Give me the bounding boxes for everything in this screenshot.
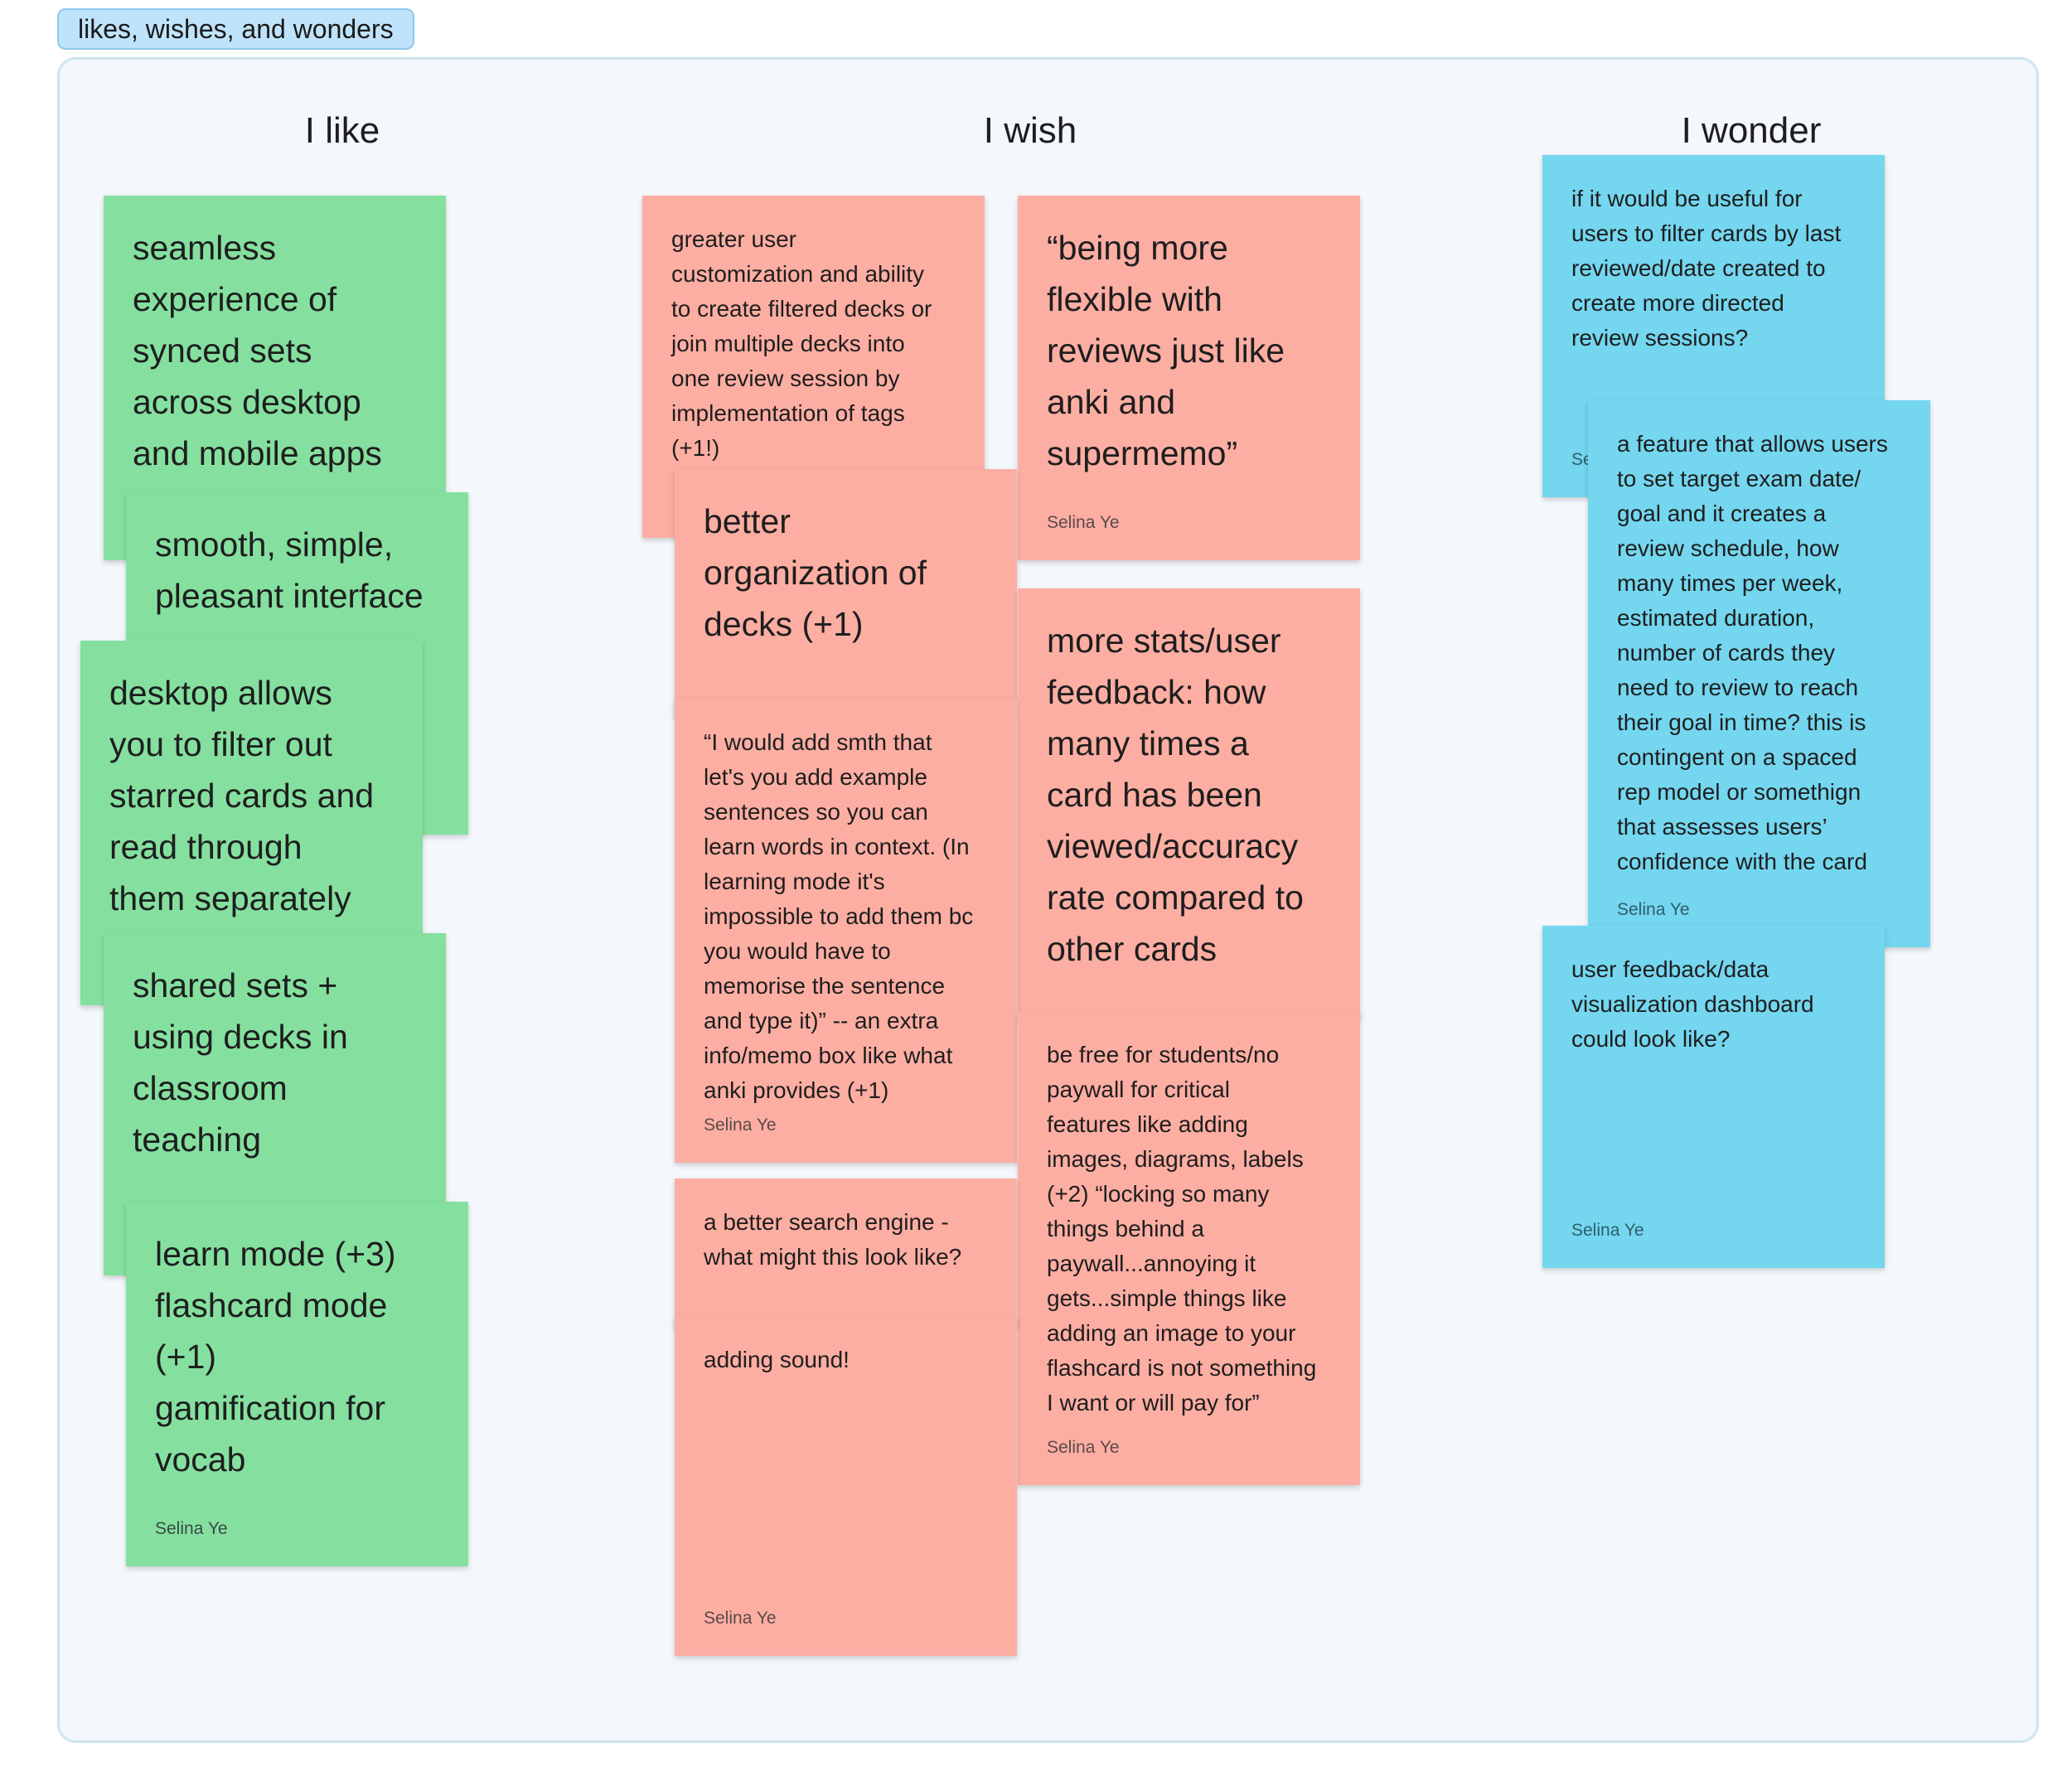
sticky-text: if it would be useful for users to filte…	[1571, 186, 1842, 351]
sticky-text: more stats/user feedback: how many times…	[1047, 622, 1304, 968]
sticky-author: Selina Ye	[1047, 1438, 1120, 1457]
sticky-author: Selina Ye	[1047, 513, 1120, 532]
sticky-text: be free for students/no paywall for crit…	[1047, 1042, 1317, 1415]
sticky-text: seamless experience of synced sets acros…	[133, 229, 382, 472]
sticky-author: Se	[1571, 450, 1593, 469]
sticky-author: Selina Ye	[1571, 1221, 1644, 1240]
sticky-text: desktop allows you to filter out starred…	[109, 674, 375, 917]
sticky-text: smooth, simple, pleasant interface	[155, 525, 424, 615]
sticky-note[interactable]: more stats/user feedback: how many times…	[1018, 588, 1360, 1019]
sticky-note[interactable]: better organization of decks (+1)	[675, 469, 1017, 718]
sticky-text: a better search engine - what might this…	[704, 1209, 962, 1270]
sticky-note[interactable]: user feedback/data visualization dashboa…	[1542, 926, 1885, 1268]
sticky-text: a feature that allows users to set targe…	[1617, 431, 1888, 874]
sticky-note[interactable]: greater user customization and ability t…	[642, 196, 985, 538]
sticky-text: “being more flexible with reviews just l…	[1047, 229, 1285, 472]
sticky-note[interactable]: a feature that allows users to set targe…	[1588, 400, 1930, 947]
sticky-note[interactable]: “being more flexible with reviews just l…	[1018, 196, 1360, 560]
section-label[interactable]: likes, wishes, and wonders	[57, 8, 414, 50]
column-title-wonder[interactable]: I wonder	[1681, 110, 1822, 151]
sticky-text: greater user customization and ability t…	[671, 226, 932, 461]
column-title-wish[interactable]: I wish	[983, 110, 1077, 151]
sticky-text: learn mode (+3) flashcard mode (+1) gami…	[155, 1235, 396, 1478]
sticky-text: “I would add smth that let's you add exa…	[704, 729, 974, 1103]
sticky-author: Selina Ye	[1617, 900, 1690, 919]
sticky-text: shared sets + using decks in classroom t…	[133, 966, 348, 1159]
sticky-text: better organization of decks (+1)	[704, 502, 927, 643]
sticky-text: user feedback/data visualization dashboa…	[1571, 956, 1814, 1052]
sticky-text: adding sound!	[704, 1347, 850, 1372]
sticky-author: Selina Ye	[155, 1519, 228, 1538]
sticky-note[interactable]: adding sound! Selina Ye	[675, 1316, 1017, 1656]
sticky-note[interactable]: “I would add smth that let's you add exa…	[675, 699, 1017, 1163]
column-title-like[interactable]: I like	[304, 110, 380, 151]
sticky-author: Selina Ye	[704, 1609, 777, 1628]
sticky-note[interactable]: a better search engine - what might this…	[675, 1178, 1017, 1328]
sticky-note[interactable]: be free for students/no paywall for crit…	[1018, 1011, 1360, 1485]
sticky-note[interactable]: learn mode (+3) flashcard mode (+1) gami…	[126, 1202, 468, 1566]
sticky-author: Selina Ye	[704, 1115, 777, 1135]
